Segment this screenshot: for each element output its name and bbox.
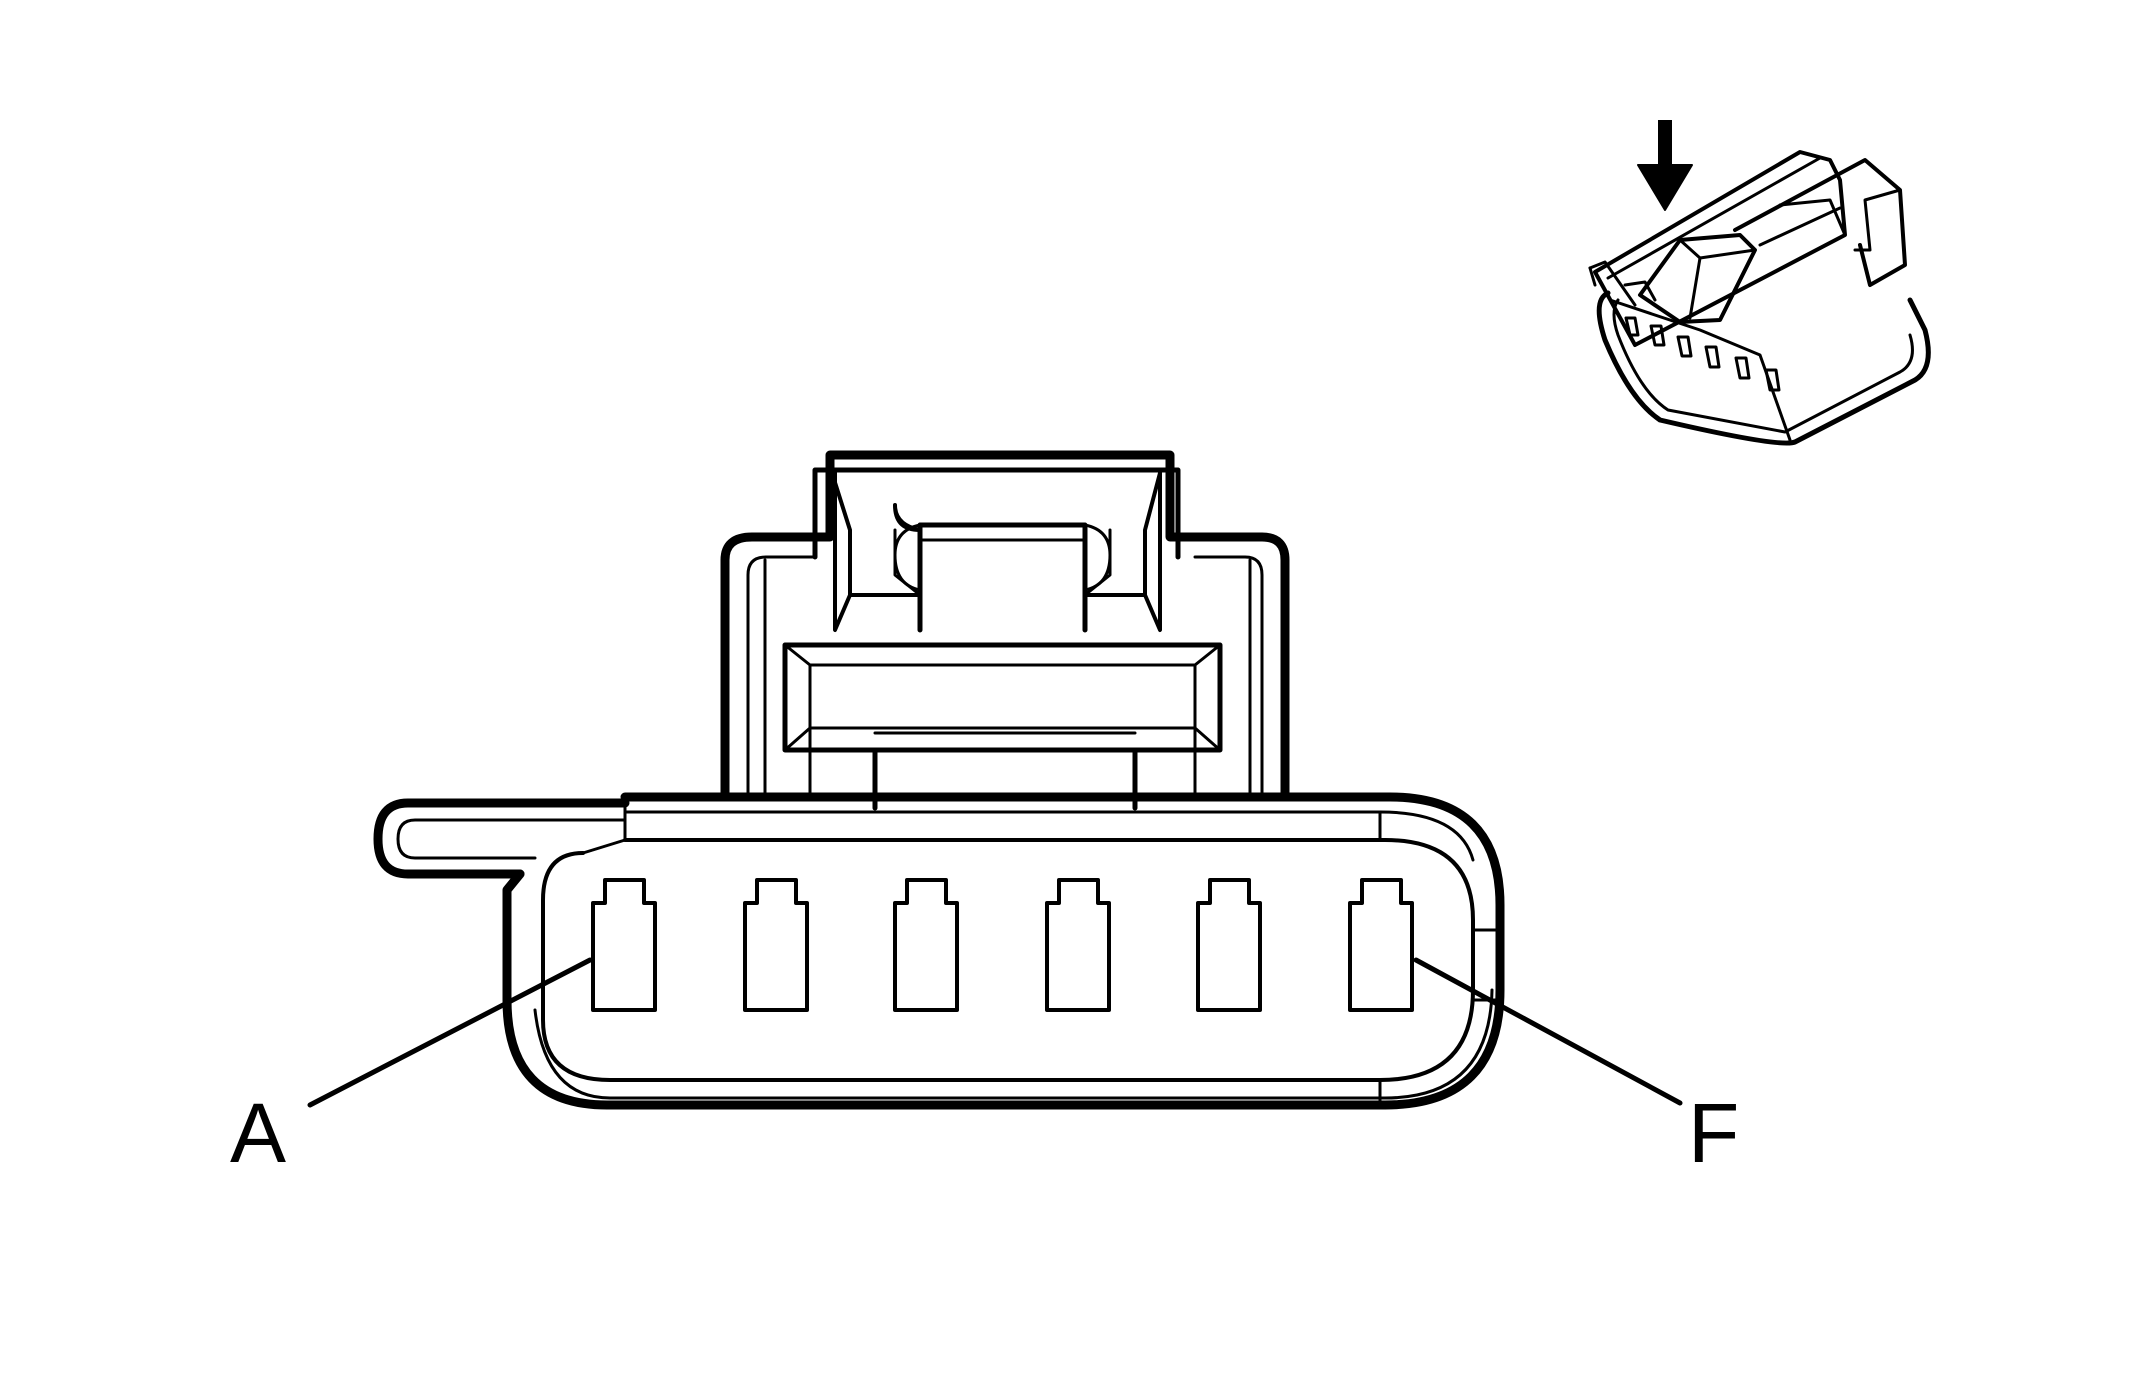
cavity-pin-d xyxy=(1045,878,1111,1012)
connector-body xyxy=(373,792,1505,1110)
connector-inset-view xyxy=(1588,120,1931,446)
pin-label-f: F xyxy=(1688,1086,1739,1180)
locking-tab xyxy=(373,798,630,879)
terminal-cavities xyxy=(591,878,1414,1012)
housing-face xyxy=(541,838,1475,1082)
cavity-pin-b xyxy=(743,878,809,1012)
leader-line-a xyxy=(307,957,593,1108)
pin-label-a: A xyxy=(230,1086,286,1180)
cavity-pin-c xyxy=(893,878,959,1012)
cavity-pin-a xyxy=(591,878,657,1012)
latch-housing xyxy=(720,450,1290,811)
housing-outline xyxy=(502,792,1505,1110)
cavity-pin-f xyxy=(1348,878,1414,1012)
leader-line-f xyxy=(1413,957,1683,1106)
release-lever xyxy=(812,467,1181,560)
down-arrow-icon xyxy=(1637,120,1693,211)
cavity-pin-e xyxy=(1196,878,1262,1012)
